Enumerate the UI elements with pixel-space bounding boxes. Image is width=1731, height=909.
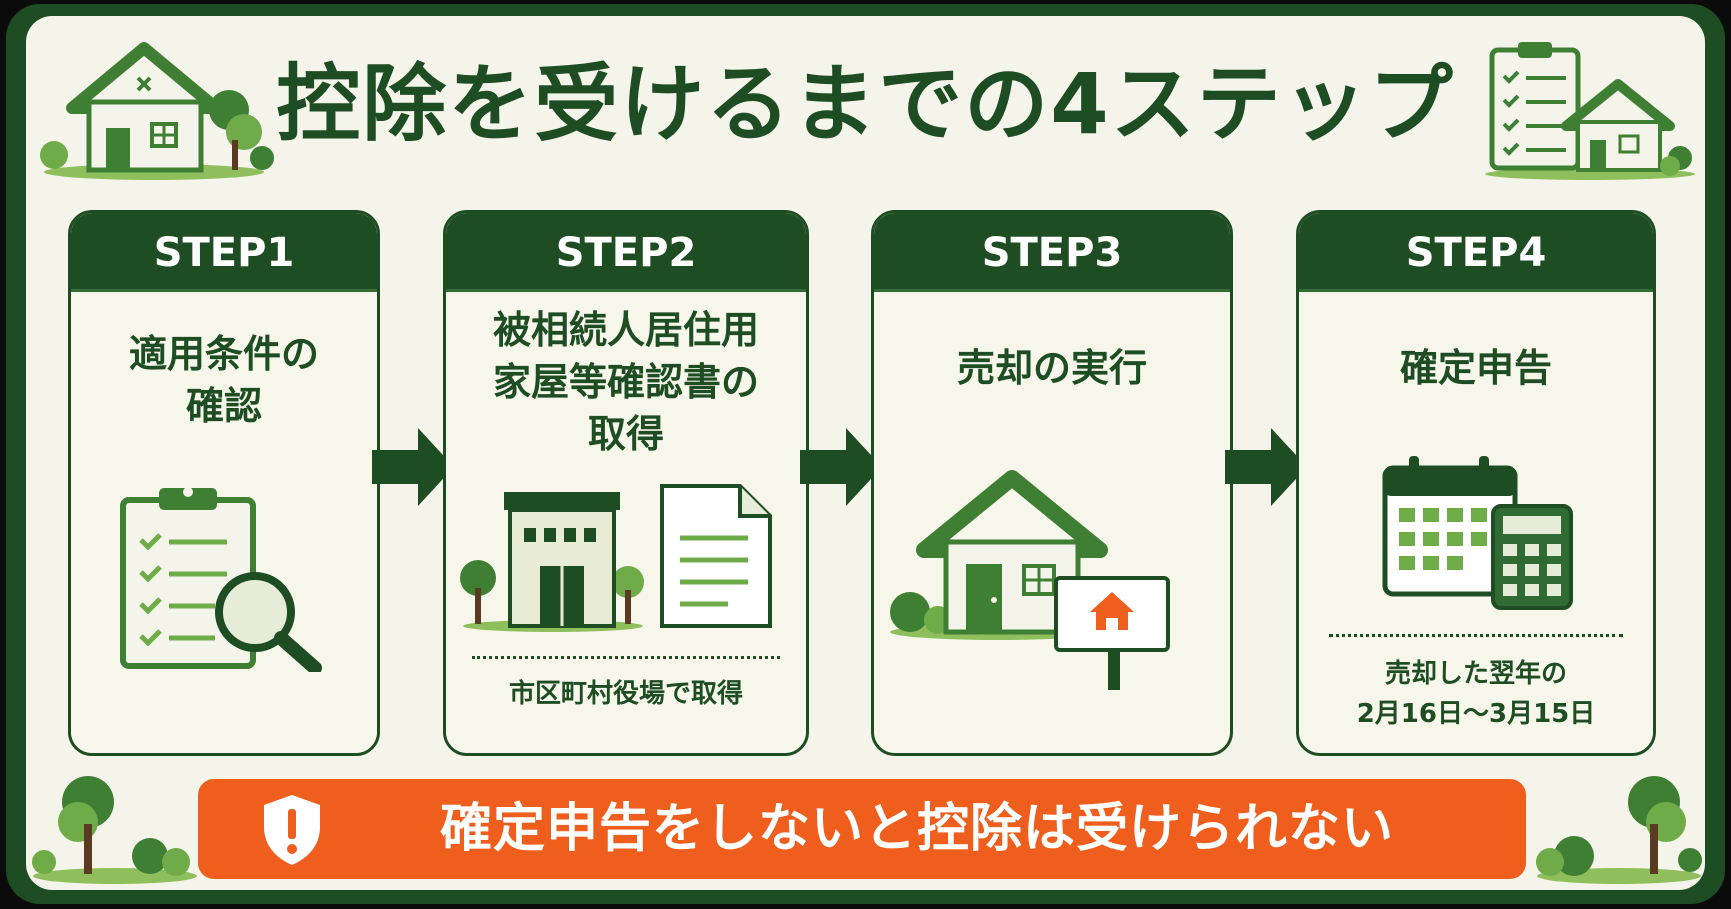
step-title: 被相続人居住用 家屋等確認書の 取得 [492, 308, 759, 456]
step-title: 確定申告 [1399, 346, 1552, 390]
step-note: 市区町村役場で取得 [508, 679, 743, 709]
warning-text: 確定申告をしないと控除は受けられない [439, 799, 1394, 859]
step-card-2: STEP2 被相続人居住用 家屋等確認書の 取得 [443, 210, 809, 756]
step-body: 被相続人居住用 家屋等確認書の 取得 [446, 289, 806, 753]
clipboard-magnifier-icon [120, 487, 322, 672]
arrow-right-icon [372, 428, 454, 506]
trees-icon [1536, 776, 1702, 884]
step-body: 適用条件の 確認 [71, 289, 377, 753]
dotted-divider [472, 656, 780, 659]
step-title: 売却の実行 [956, 346, 1147, 390]
building-document-icon [460, 484, 772, 632]
step-card-4: STEP4 確定申告 売却した翌年の 2月16日〜 [1296, 210, 1656, 756]
trees-icon [32, 776, 197, 884]
step-label: STEP3 [874, 213, 1230, 289]
page-title: 控除を受けるまでの4ステップ [276, 55, 1455, 153]
house-for-sale-sign-icon [890, 470, 1170, 690]
step-label: STEP1 [71, 213, 377, 289]
step-note: 売却した翌年の 2月16日〜3月15日 [1356, 659, 1596, 729]
clipboard-house-icon [1485, 42, 1695, 180]
step-body: 確定申告 売却した翌年の 2月16日〜3月15日 [1299, 289, 1653, 753]
arrow-right-icon [800, 428, 882, 506]
house-with-trees-icon [40, 42, 274, 180]
step-body: 売却の実行 [874, 289, 1230, 753]
step-card-1: STEP1 適用条件の 確認 [68, 210, 380, 756]
dotted-divider [1329, 634, 1623, 637]
step-label: STEP2 [446, 213, 806, 289]
step-label: STEP4 [1299, 213, 1653, 289]
shield-exclamation-icon [264, 795, 320, 865]
calendar-calculator-icon [1382, 456, 1573, 610]
warning-banner: 確定申告をしないと控除は受けられない [198, 779, 1526, 879]
step-title: 適用条件の 確認 [128, 332, 319, 428]
step-card-3: STEP3 売却の実行 [871, 210, 1233, 756]
arrow-right-icon [1225, 428, 1307, 506]
